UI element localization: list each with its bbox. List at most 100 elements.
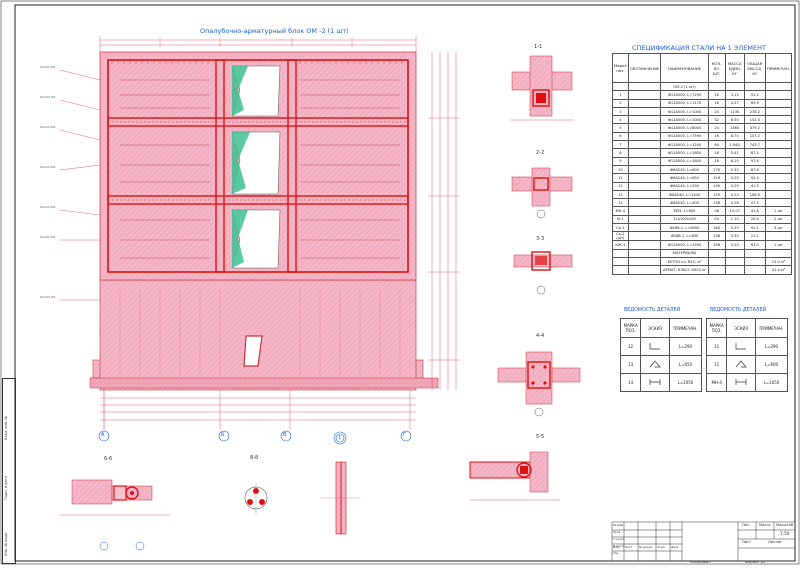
spec-cell: 52.4 (743, 173, 766, 183)
details-cell: МН-4 (705, 373, 728, 392)
spec-cell: 24 (707, 106, 726, 117)
spec-cell (627, 98, 662, 108)
spec-cell (627, 90, 662, 100)
details-header-cell: ЭСКИЗ (640, 318, 670, 338)
details-header-cell: ЭСКИЗ (726, 318, 756, 338)
stamp-role-label: Пров. (613, 530, 622, 534)
spec-cell: 278.2 (743, 106, 766, 117)
axis-marker: 1 (338, 435, 342, 441)
spec-cell: 97.6 (743, 156, 766, 166)
axis-label-v: В (283, 432, 287, 438)
sketch-icon (726, 373, 756, 392)
spec-cell: 2 (612, 98, 629, 108)
spec-cell: 24 (707, 123, 726, 133)
spec-cell: 2 шт (764, 214, 793, 225)
spec-cell (627, 123, 662, 133)
details-cell: 14 (619, 373, 642, 392)
title-block-lines (611, 521, 796, 562)
details-right-header: МАРКА ПОЗ. ЭСКИЗ ПРИМЕЧАН. (705, 318, 789, 338)
spec-cell: 41.8 (743, 206, 766, 216)
spec-cell: 248 (707, 231, 726, 242)
spec-cell (627, 189, 662, 200)
spec-cell (627, 173, 662, 183)
details-cell: L=290 (668, 337, 703, 356)
spec-cell: 63.0 (743, 240, 766, 250)
spec-header-cell: МАССА ЕДИН. КГ (724, 53, 745, 83)
details-left-header: МАРКА ПОЗ. ЭСКИЗ ПРИМЕЧАН. (619, 318, 703, 338)
section-label-2-2: 2-2 (536, 150, 545, 156)
spec-cell: М-1 (612, 214, 629, 225)
stamp-stage-label: Лит. (742, 523, 751, 527)
spec-cell: 64 (707, 140, 726, 150)
section-2-2 (511, 167, 573, 219)
spec-cell (764, 231, 793, 242)
svg-text:6А240 Ф8: 6А240 Ф8 (40, 205, 55, 209)
stamp-scale-label: Масштаб (776, 523, 794, 527)
stamp-copied: Копировал (690, 560, 711, 564)
spec-material-name: БЕТОН кл. В25, м³ (660, 256, 709, 267)
details-cell: 13 (619, 355, 642, 374)
axis-label-b: Б (221, 432, 225, 438)
spec-cell: 10 (612, 164, 629, 175)
spec-cell: МН-4 (612, 206, 629, 216)
spec-cell: 4 (612, 115, 629, 125)
side-stamp (2, 378, 16, 564)
spec-cell: 1.10 (724, 214, 745, 225)
spec-cell: 3.15 (724, 90, 745, 100)
spec-cell (627, 164, 662, 175)
spec-cell: 16 (707, 98, 726, 108)
spec-cell: 7 (612, 140, 629, 150)
details-cell: 11 (705, 355, 728, 374)
stamp-col-label: Дата (671, 545, 679, 549)
spec-cell: МЗЗ, L=600 (660, 206, 709, 216)
spec-cell (764, 123, 793, 133)
spec-cell: Ф18б-1, L=6000 (660, 223, 709, 233)
spec-material-name: АРМАТ. КЛАСС А500 кг (660, 265, 709, 275)
spec-cell: Ф18б-1, L=850 (660, 231, 709, 242)
spec-group-row: ОМ-2 (1 шт) (612, 81, 793, 92)
spec-cell: 108.9 (743, 189, 766, 200)
spec-cell: Ф12А500, L=7590 (660, 131, 709, 142)
spec-cell: 218 (707, 173, 726, 183)
spec-cell: 04 (707, 214, 726, 225)
spec-cell (627, 240, 662, 250)
stamp-col-label: Лист (625, 545, 633, 549)
spec-cell (627, 231, 662, 242)
spec-cell: 16 (707, 90, 726, 100)
spec-cell: 1 (612, 90, 629, 100)
spec-cell: Ф12А500, L=1000 (660, 106, 709, 117)
spec-cell (627, 140, 662, 150)
details-header-cell: ПРИМЕЧАН. (754, 318, 789, 338)
section-label-6-6: 6-6 (104, 456, 113, 462)
section-label-3-3: 3-3 (536, 236, 545, 242)
stamp-col-label: Изм. (613, 545, 620, 549)
spec-cell: Ск-2 (шт) (612, 231, 629, 242)
spec-cell: Ф8А240, L=400 (660, 198, 709, 208)
spec-cell: 150 (707, 189, 726, 200)
svg-text:6А240 Ф8: 6А240 Ф8 (40, 165, 55, 169)
spec-cell: 87.2 (743, 148, 766, 158)
spec-cell (627, 115, 662, 125)
spec-cell (764, 198, 793, 208)
spec-cell: 9 (612, 156, 629, 166)
spec-cell: Ф12А500, L=1170 (660, 98, 709, 108)
spec-cell: 41.3 (743, 181, 766, 191)
spec-cell: 270 (707, 164, 726, 175)
spec-cell: 1560 (724, 123, 745, 133)
spec-cell: 69.9 (743, 98, 766, 108)
section-label-5-5: 5-5 (536, 434, 545, 440)
spec-cell: 16 (707, 131, 726, 142)
spec-group-label: ОМ-2 (1 шт) (660, 81, 709, 92)
spec-cell: 20.4 (743, 214, 766, 225)
spec-cell: Ск-1 (612, 223, 629, 233)
spec-material-value: 41.4 м³ (764, 265, 793, 275)
